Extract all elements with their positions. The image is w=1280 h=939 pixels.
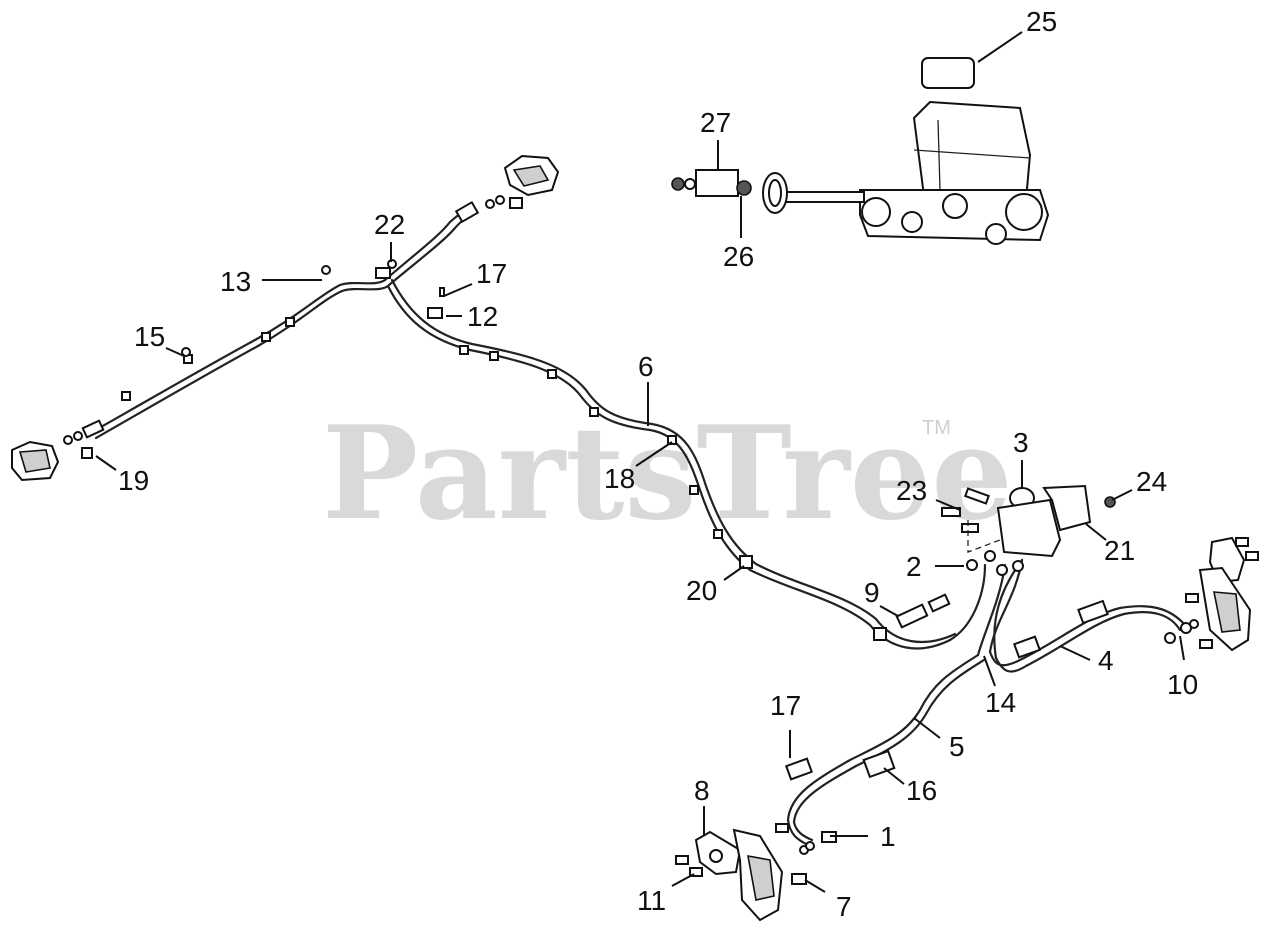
callout-19: 19	[118, 465, 149, 496]
brake-line-main	[386, 284, 952, 650]
callout-4: 4	[1098, 645, 1114, 676]
callout-24: 24	[1136, 466, 1167, 497]
callout-12: 12	[467, 301, 498, 332]
fitting-9	[895, 603, 929, 629]
callout-leaders	[95, 31, 1185, 893]
callout-25: 25	[1026, 6, 1057, 37]
reservoir-cap	[921, 57, 975, 89]
callout-23: 23	[896, 475, 927, 506]
callout-labels: 1 2 3 4 5 6 7 8 9 10 11 12 13 14 15 16 1…	[118, 6, 1198, 922]
nut-26	[736, 180, 752, 196]
clip-13	[321, 265, 331, 275]
brake-lines	[90, 208, 1187, 847]
brake-line-front-left	[90, 278, 387, 434]
watermark-text: PartsTree	[322, 399, 1013, 549]
master-cylinder-assembled	[895, 484, 1116, 629]
callout-14: 14	[985, 687, 1016, 718]
callout-18: 18	[604, 463, 635, 494]
callout-20: 20	[686, 575, 717, 606]
clevis	[695, 169, 739, 197]
push-rod	[779, 191, 865, 203]
callout-16: 16	[906, 775, 937, 806]
callout-11: 11	[637, 885, 666, 916]
callout-17-lower: 17	[770, 690, 801, 721]
callout-3: 3	[1013, 427, 1029, 458]
line-clips	[121, 267, 1109, 659]
callout-21: 21	[1104, 535, 1135, 566]
callout-8: 8	[694, 775, 710, 806]
callout-9: 9	[864, 577, 880, 608]
callout-1: 1	[880, 821, 896, 852]
master-cylinder-detail	[671, 57, 1050, 245]
callout-17-upper: 17	[476, 258, 507, 289]
callout-27: 27	[700, 107, 731, 138]
callout-2: 2	[906, 551, 922, 582]
callout-15: 15	[134, 321, 165, 352]
right-rear-caliper	[1164, 536, 1259, 652]
clip-17-upper	[439, 287, 445, 297]
right-front-caliper	[454, 154, 560, 224]
mounting-bracket-21	[1042, 484, 1092, 532]
callout-26: 26	[723, 241, 754, 272]
brake-line-rear-right	[988, 605, 1187, 667]
callout-22: 22	[374, 209, 405, 240]
watermark-trademark: TM	[922, 417, 951, 439]
callout-5: 5	[949, 731, 965, 762]
callout-7: 7	[836, 891, 852, 922]
callout-6: 6	[638, 351, 654, 382]
callout-13: 13	[220, 266, 251, 297]
callout-10: 10	[1167, 669, 1198, 700]
clip-17-lower	[784, 757, 814, 781]
left-front-caliper	[11, 419, 105, 482]
brake-line-rear-left	[786, 653, 980, 847]
